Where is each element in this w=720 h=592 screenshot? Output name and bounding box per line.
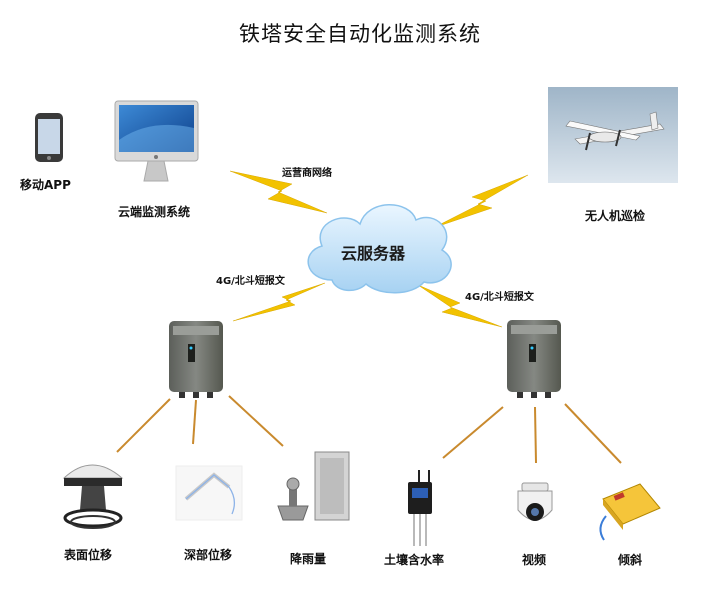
label-link-left: 4G/北斗短报文 [216, 276, 285, 287]
gnss-antenna-icon [62, 464, 124, 529]
inclinometer-icon [175, 465, 243, 521]
label-surface-displacement: 表面位移 [64, 548, 113, 562]
label-rainfall: 降雨量 [290, 552, 327, 566]
lightning-top-left [229, 170, 328, 214]
soil-moisture-sensor-icon [408, 470, 432, 546]
label-cloud-server: 云服务器 [341, 244, 406, 263]
lightning-mid-right [417, 284, 503, 328]
rain-gauge-icon [277, 451, 350, 521]
mobile-phone-icon [35, 113, 63, 162]
label-mobile-app: 移动APP [20, 178, 71, 192]
drone-photo [548, 87, 678, 183]
monitor-icon [114, 100, 199, 182]
lightning-mid-left [232, 282, 326, 322]
data-logger-left-icon [169, 321, 223, 398]
label-carrier-network: 运营商网络 [282, 168, 332, 179]
label-cloud-monitor: 云端监测系统 [118, 205, 191, 219]
data-logger-right-icon [507, 320, 561, 398]
label-soil-moisture: 土壤含水率 [384, 553, 445, 567]
label-tilt: 倾斜 [618, 553, 643, 567]
label-deep-displacement: 深部位移 [184, 548, 233, 562]
label-video: 视频 [522, 553, 547, 567]
tilt-sensor-icon [599, 483, 661, 541]
sensor-wires [116, 395, 622, 464]
label-drone: 无人机巡检 [585, 209, 646, 223]
lightning-top-right [432, 174, 529, 229]
cloud-server-shape [307, 204, 452, 294]
page-title: 铁塔安全自动化监测系统 [239, 22, 481, 46]
ptz-camera-icon [517, 482, 553, 521]
label-link-right: 4G/北斗短报文 [465, 292, 534, 303]
